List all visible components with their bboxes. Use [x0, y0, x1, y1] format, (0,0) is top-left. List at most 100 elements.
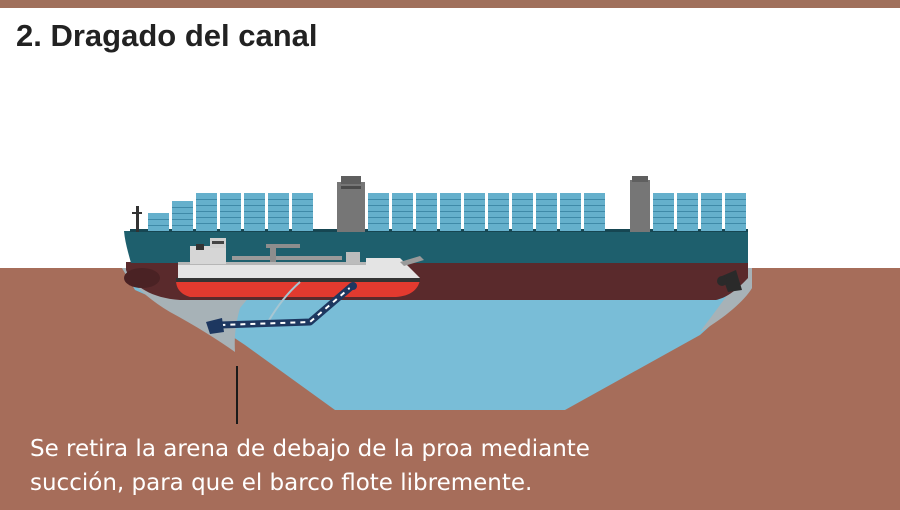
container-line [244, 217, 265, 218]
container-line [368, 199, 389, 200]
dredger-crane-arm [266, 244, 300, 248]
container-line [725, 217, 746, 218]
container-line [196, 199, 217, 200]
dredger-body [178, 258, 420, 278]
container-line [172, 219, 193, 220]
ship-bridge [337, 182, 365, 232]
container-line [416, 217, 437, 218]
pipe-guide-line [267, 281, 301, 323]
dredger-funnel [196, 244, 204, 250]
container-line [560, 199, 581, 200]
container-line [725, 211, 746, 212]
container-line [677, 211, 698, 212]
suction-head [206, 318, 224, 334]
container-line [244, 205, 265, 206]
container-line [701, 211, 722, 212]
container-stack [148, 213, 169, 231]
container-line [488, 223, 509, 224]
container-line [677, 205, 698, 206]
container-line [268, 217, 289, 218]
suction-pipe-outline [216, 282, 356, 329]
container-line [148, 225, 169, 226]
container-line [725, 223, 746, 224]
container-line [536, 223, 557, 224]
container-line [560, 205, 581, 206]
dredger-boat-icon [176, 238, 424, 297]
container-line [220, 217, 241, 218]
container-line [220, 211, 241, 212]
container-line [536, 199, 557, 200]
container-line [464, 223, 485, 224]
container-line [244, 211, 265, 212]
container-line [536, 211, 557, 212]
container-line [512, 223, 533, 224]
container-line [725, 205, 746, 206]
container-line [392, 199, 413, 200]
dredger-deck-pipe [232, 256, 342, 260]
container-line [440, 211, 461, 212]
suction-pipe-icon [206, 282, 357, 334]
caption-line-2: succión, para que el barco flote libreme… [30, 470, 533, 496]
container-line [172, 213, 193, 214]
ship-hull-upper [124, 231, 748, 263]
ship-mast-arm [132, 212, 142, 214]
container-line [392, 217, 413, 218]
container-line [584, 223, 605, 224]
container-line [653, 199, 674, 200]
container-ship-icon [124, 176, 748, 300]
container-line [148, 219, 169, 220]
container-line [653, 217, 674, 218]
container-line [488, 217, 509, 218]
container-line [725, 199, 746, 200]
container-line [512, 199, 533, 200]
container-line [584, 217, 605, 218]
container-line [584, 205, 605, 206]
page-title: 2. Dragado del canal [16, 18, 318, 53]
container-line [440, 223, 461, 224]
ship-propeller [717, 276, 727, 286]
container-line [584, 211, 605, 212]
container-line [392, 211, 413, 212]
container-line [701, 223, 722, 224]
container-line [244, 223, 265, 224]
container-line [584, 199, 605, 200]
container-line [440, 205, 461, 206]
container-line [416, 211, 437, 212]
container-line [560, 211, 581, 212]
container-line [368, 223, 389, 224]
container-line [196, 205, 217, 206]
container-stacks [148, 193, 746, 231]
top-bar [0, 0, 900, 8]
dredger-hull [176, 280, 420, 297]
container-line [368, 205, 389, 206]
dredger-hull-band [176, 278, 420, 282]
container-line [440, 199, 461, 200]
container-line [701, 205, 722, 206]
container-line [244, 199, 265, 200]
dredger-cabin [190, 246, 226, 264]
ship-bow-bulb [124, 268, 160, 288]
container-line [220, 223, 241, 224]
container-line [653, 211, 674, 212]
container-line [172, 225, 193, 226]
container-line [196, 217, 217, 218]
container-line [392, 205, 413, 206]
container-line [701, 199, 722, 200]
dredger-bow-arm [400, 256, 424, 266]
container-line [560, 217, 581, 218]
container-line [701, 217, 722, 218]
ship-mast [136, 206, 139, 232]
caption: Se retira la arena de debajo de la proa … [30, 432, 730, 500]
container-line [268, 199, 289, 200]
dredger-pump [346, 252, 360, 264]
container-line [677, 217, 698, 218]
container-line [416, 199, 437, 200]
container-line [488, 211, 509, 212]
container-line [416, 223, 437, 224]
container-line [464, 199, 485, 200]
dredger-crane-post [270, 248, 276, 262]
ship-funnel-top [632, 176, 648, 182]
container-line [464, 205, 485, 206]
container-line [292, 211, 313, 212]
